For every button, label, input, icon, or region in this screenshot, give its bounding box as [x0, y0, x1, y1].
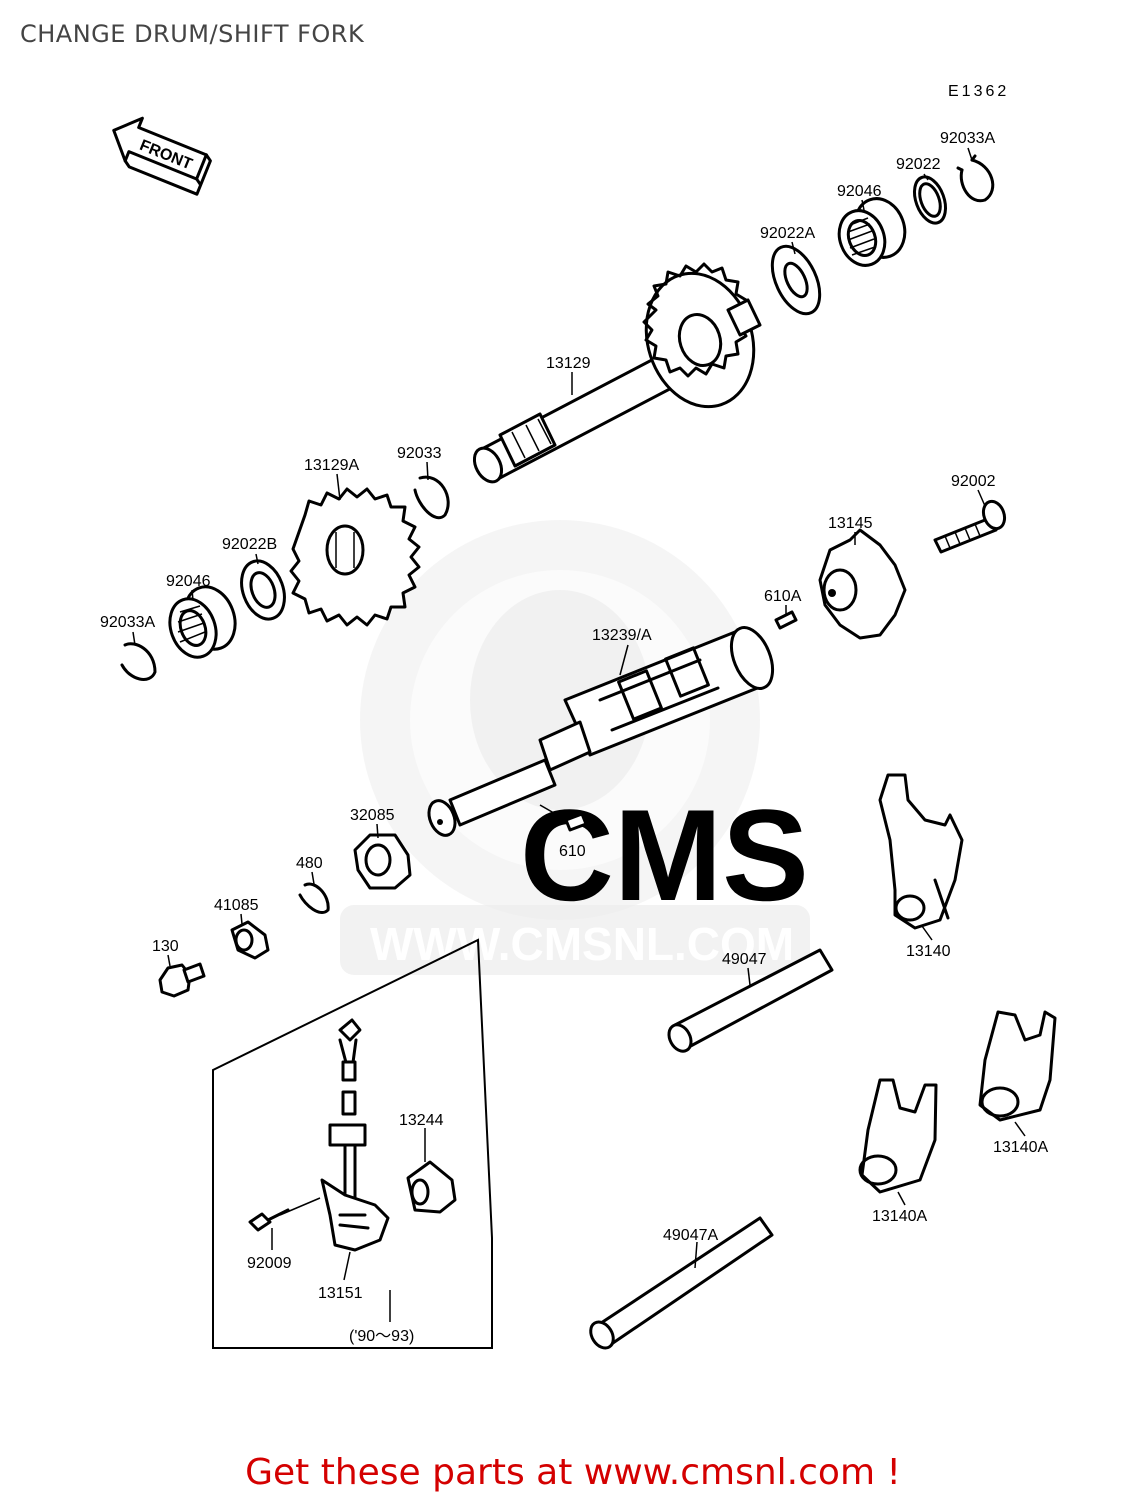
- diagram-code: E1362: [948, 83, 1009, 100]
- shift-fork-13140A-right-icon: [978, 1010, 1057, 1122]
- circlip-92033A-top: [956, 154, 995, 203]
- gear-13129A-icon: [289, 487, 421, 627]
- washer-92022B-icon: [240, 559, 286, 621]
- shift-rod-49047A-icon: [589, 1216, 774, 1350]
- part-label-92002: 92002: [951, 473, 996, 490]
- pin-610A-icon: [774, 610, 798, 630]
- part-label-92009: 92009: [247, 1255, 292, 1272]
- change-drum-13239A-icon: [427, 626, 775, 837]
- part-label-610A: 610A: [764, 588, 802, 605]
- part-labels: 92033A 92022 92046 92022A 13129 92033 13…: [100, 130, 1048, 1345]
- part-label-13151: 13151: [318, 1285, 363, 1302]
- watermark-url-text: WWW.CMSNL.COM: [370, 918, 794, 970]
- part-label-480: 480: [296, 855, 323, 872]
- part-label-92046-left: 92046: [166, 573, 211, 590]
- watermark-logo-text: CMS: [520, 782, 809, 928]
- part-label-13140A-right: 13140A: [993, 1139, 1048, 1156]
- part-label-13244: 13244: [399, 1112, 444, 1129]
- spacer-41085-icon: [230, 920, 270, 960]
- bolt-130-icon: [158, 962, 206, 998]
- washer-92022-icon: [912, 175, 948, 225]
- page-title: CHANGE DRUM/SHIFT FORK: [20, 20, 365, 48]
- shift-fork-13140A-mid-icon: [858, 1078, 938, 1194]
- part-label-13140: 13140: [906, 943, 951, 960]
- circlip-480-icon: [298, 882, 330, 914]
- part-label-year-range: ('90～93): [349, 1328, 414, 1345]
- part-label-13145: 13145: [828, 515, 873, 532]
- pin-610-icon: [539, 804, 588, 832]
- shift-shaft-13129-icon: [472, 262, 762, 484]
- part-label-92022: 92022: [896, 156, 941, 173]
- part-label-92022B: 92022B: [222, 536, 277, 553]
- part-label-41085: 41085: [214, 897, 259, 914]
- part-label-13129: 13129: [546, 355, 591, 372]
- part-label-13129A: 13129A: [304, 457, 359, 474]
- part-label-49047: 49047: [722, 951, 767, 968]
- bolt-92002-icon: [933, 499, 1007, 554]
- washer-92022A-icon: [770, 244, 822, 316]
- footer-promo-link[interactable]: Get these parts at www.cmsnl.com !: [245, 1452, 901, 1493]
- part-label-13140A-mid: 13140A: [872, 1208, 927, 1225]
- part-label-92022A: 92022A: [760, 225, 815, 242]
- circlip-92033A-left-icon: [120, 642, 157, 681]
- needle-bearing-92046-top-icon: [837, 197, 907, 267]
- part-label-92033A-top: 92033A: [940, 130, 995, 147]
- part-label-13239A: 13239/A: [592, 627, 652, 644]
- part-label-610: 610: [559, 843, 586, 860]
- inset-box-90-93: [212, 938, 493, 1349]
- shift-cam-13145-icon: [818, 528, 907, 640]
- shift-rod-49047-icon: [667, 948, 834, 1053]
- circlip-92033-icon: [413, 475, 450, 519]
- shift-fork-13140-icon: [878, 773, 964, 930]
- needle-bearing-92046-left-icon: [168, 585, 237, 659]
- part-label-92033A-left: 92033A: [100, 614, 155, 631]
- part-label-92046-top: 92046: [837, 183, 882, 200]
- part-label-49047A: 49047A: [663, 1227, 718, 1244]
- part-label-130: 130: [152, 938, 179, 955]
- cam-32085-icon: [353, 833, 412, 890]
- leader-lines: [132, 147, 1026, 1322]
- front-arrow-icon: FRONT: [112, 116, 212, 196]
- part-label-32085: 32085: [350, 807, 395, 824]
- part-label-92033: 92033: [397, 445, 442, 462]
